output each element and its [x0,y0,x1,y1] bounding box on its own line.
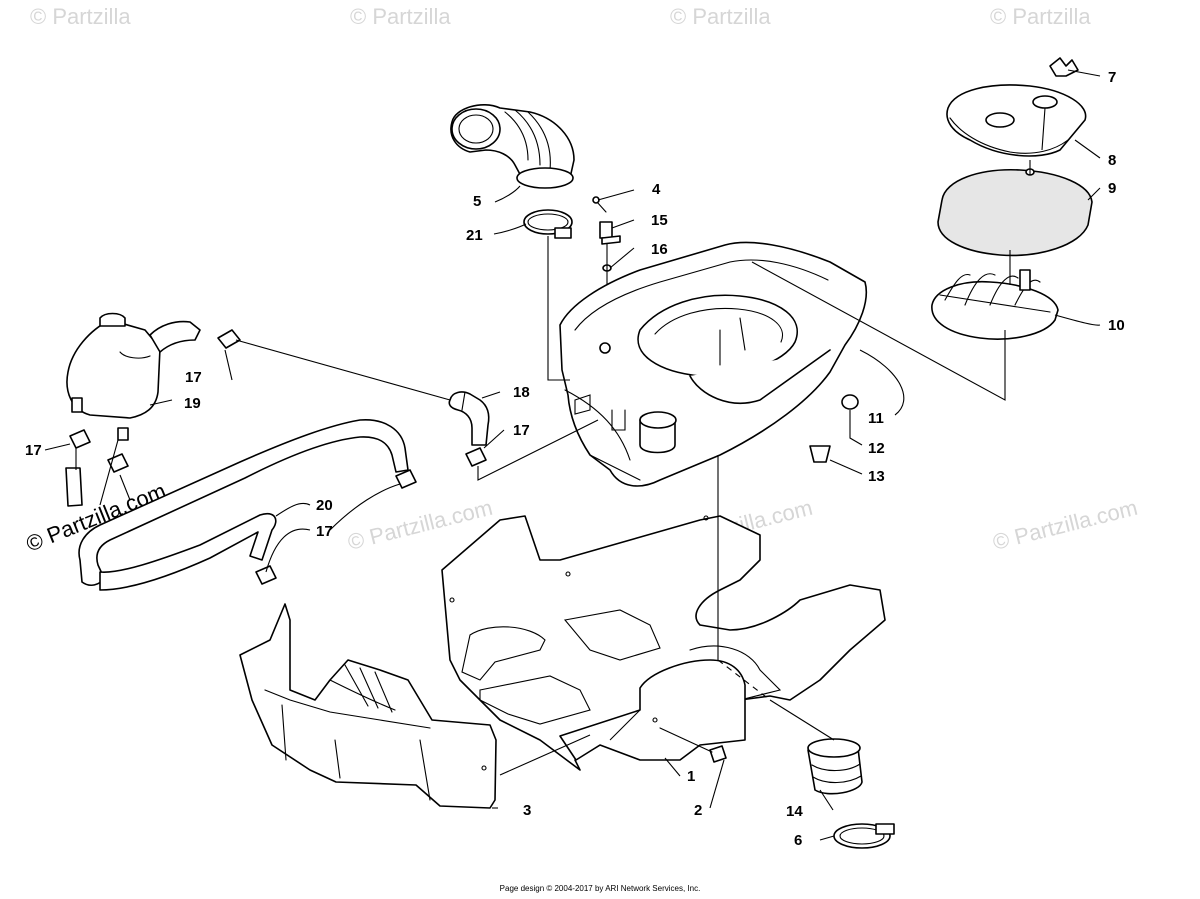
callout-9: 9 [1108,180,1116,197]
callout-8: 8 [1108,152,1116,169]
part-7-wing-nut [1049,57,1079,77]
callout-5: 5 [473,193,481,210]
part-12-grommet [841,394,859,410]
callout-13: 13 [868,468,885,485]
callout-17-c: 17 [513,422,530,439]
part-8-cover [946,84,1087,157]
part-3-rear-panel [239,603,497,809]
callout-16: 16 [651,241,668,258]
callout-17-b: 17 [25,442,42,459]
callout-19: 19 [184,395,201,412]
callout-1: 1 [687,768,695,785]
watermark-top-3: © Partzilla [670,4,771,29]
watermark-top-1: © Partzilla [30,4,131,29]
leader-lines [44,69,1101,841]
part-10-filter-cage [931,269,1059,340]
watermark-top-2: © Partzilla [350,4,451,29]
part-19-reservoir [66,312,201,441]
part-1-bracket [559,659,746,761]
callout-10: 10 [1108,317,1125,334]
callout-4: 4 [652,181,661,198]
callout-17-d: 17 [316,523,333,540]
reference-lines [75,107,1046,776]
part-9-foam-filter [937,168,1093,257]
callout-7: 7 [1108,69,1116,86]
part-14-boot [807,738,863,795]
callout-12: 12 [868,440,885,457]
part-5-intake-elbow [450,104,575,189]
callout-15: 15 [651,212,668,229]
watermark-mid-3: © Partzilla.com [990,495,1140,555]
callout-20: 20 [316,497,333,514]
part-18-elbow-hose [448,391,490,446]
watermark-top-4: © Partzilla [990,4,1091,29]
part-20-hose [65,419,409,591]
air-box [559,241,868,487]
part-2-screw [659,727,727,763]
callout-11: 11 [868,410,884,427]
callout-21: 21 [466,227,483,244]
callout-labels: 1 2 3 4 5 6 7 8 9 10 11 12 13 14 15 16 1… [25,69,1125,849]
part-13-fastener [809,445,831,463]
callout-17-a: 17 [185,369,202,386]
callout-6: 6 [794,832,802,849]
callout-14: 14 [786,803,803,820]
part-6-clamp [833,823,895,849]
callout-3: 3 [523,802,531,819]
watermarks: © Partzilla © Partzilla © Partzilla © Pa… [23,4,1141,557]
page-footer: Page design © 2004-2017 by ARI Network S… [499,884,701,893]
callout-18: 18 [513,384,530,401]
part-21-clamp [523,209,573,239]
callout-2: 2 [694,802,702,819]
